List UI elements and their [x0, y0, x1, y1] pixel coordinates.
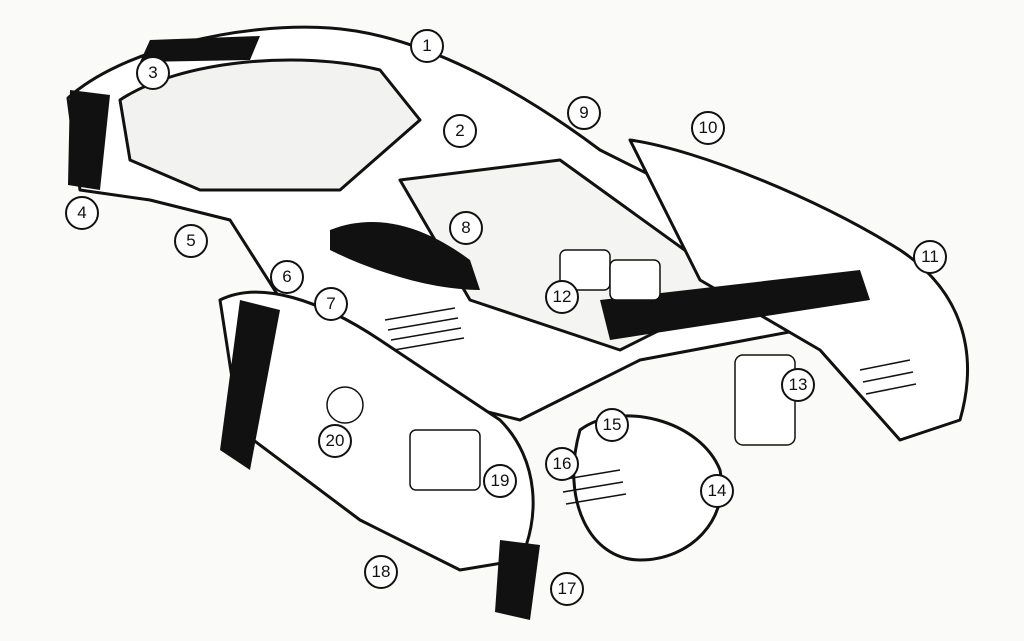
callout-12: 12 [545, 280, 579, 314]
dark-panel-hull [330, 221, 480, 290]
vent-grille-1 [384, 307, 465, 351]
callout-13: 13 [781, 368, 815, 402]
callout-10: 10 [691, 111, 725, 145]
callout-18: 18 [364, 555, 398, 589]
dark-panel-lower [495, 540, 540, 620]
instrument-panel [734, 354, 796, 446]
callout-17: 17 [550, 572, 584, 606]
cargo-crate-2 [609, 259, 661, 301]
callout-6: 6 [270, 260, 304, 294]
dark-stripe-right [600, 270, 870, 340]
callout-2: 2 [443, 114, 477, 148]
dark-stripe-left [220, 300, 280, 470]
callout-1: 1 [410, 29, 444, 63]
gear-assembly [326, 386, 364, 424]
callout-19: 19 [483, 464, 517, 498]
callout-11: 11 [913, 240, 947, 274]
lower-pod [572, 414, 723, 562]
dark-panel-side [68, 90, 110, 190]
callout-4: 4 [65, 196, 99, 230]
callout-7: 7 [314, 287, 348, 321]
dark-panel-roof [140, 36, 260, 62]
callout-9: 9 [567, 96, 601, 130]
callout-8: 8 [449, 211, 483, 245]
vent-grille-3 [859, 359, 917, 395]
callout-16: 16 [545, 447, 579, 481]
callout-3: 3 [136, 56, 170, 90]
callout-5: 5 [174, 224, 208, 258]
callout-15: 15 [595, 408, 629, 442]
equipment-rack [409, 429, 481, 491]
callout-20: 20 [318, 424, 352, 458]
callout-14: 14 [700, 474, 734, 508]
